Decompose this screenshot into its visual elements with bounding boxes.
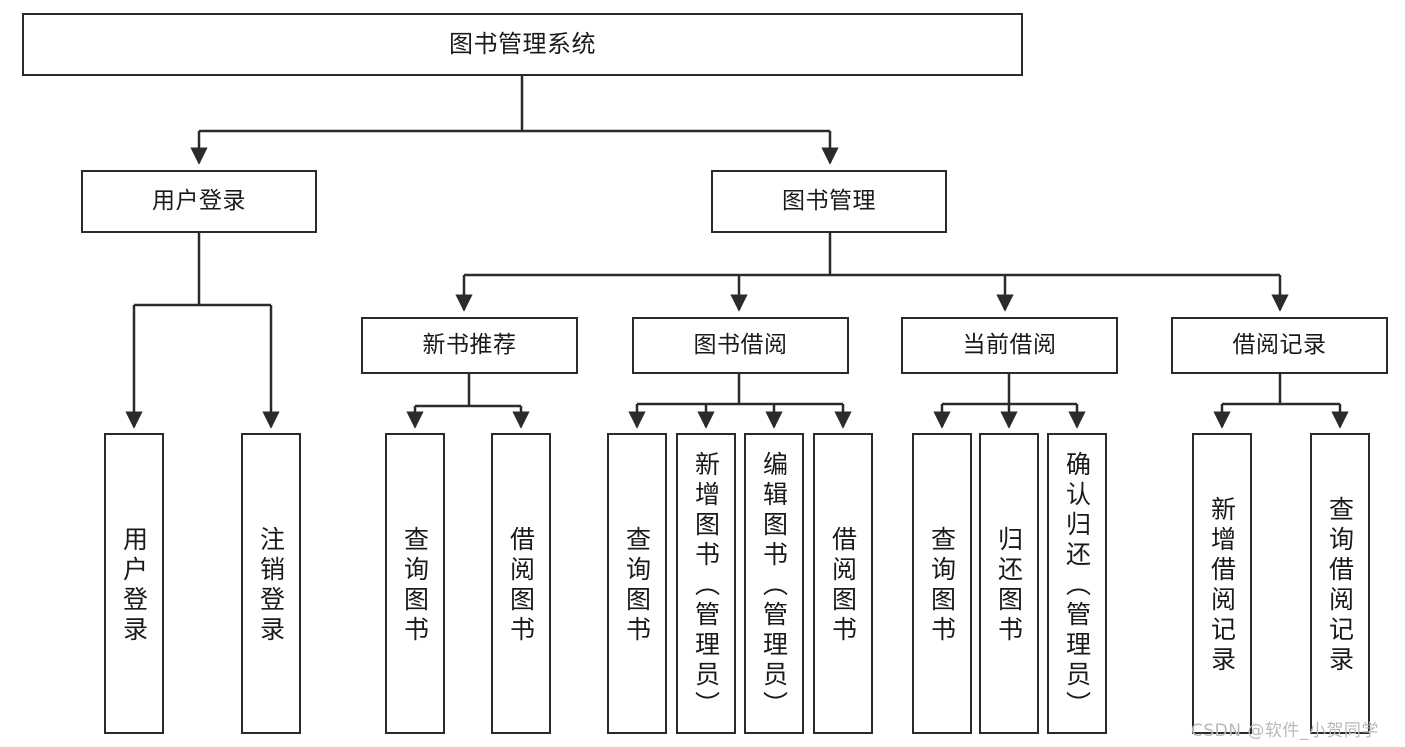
node-leaf-add-book-admin-label: 新增图书（管理员） xyxy=(691,450,721,721)
node-leaf-confirm-return-admin-label: 确认归还（管理员） xyxy=(1062,450,1092,721)
node-book-borrow[interactable]: 图书借阅 xyxy=(632,317,849,374)
node-new-book-recommend[interactable]: 新书推荐 xyxy=(361,317,578,374)
node-root-system[interactable]: 图书管理系统 xyxy=(22,13,1023,76)
node-leaf-logout[interactable]: 注销登录 xyxy=(241,433,301,734)
node-leaf-return-book-label: 归还图书 xyxy=(994,525,1024,646)
node-leaf-query-book-current[interactable]: 查询图书 xyxy=(912,433,972,734)
node-leaf-query-borrow-record[interactable]: 查询借阅记录 xyxy=(1310,433,1370,734)
node-user-login[interactable]: 用户登录 xyxy=(81,170,317,233)
node-leaf-borrow-book-recommend[interactable]: 借阅图书 xyxy=(491,433,551,734)
node-leaf-borrow-book-recommend-label: 借阅图书 xyxy=(506,525,536,646)
node-leaf-confirm-return-admin[interactable]: 确认归还（管理员） xyxy=(1047,433,1107,734)
node-book-borrow-label: 图书借阅 xyxy=(693,331,788,358)
node-leaf-query-book-current-label: 查询图书 xyxy=(927,525,957,646)
node-leaf-edit-book-admin[interactable]: 编辑图书（管理员） xyxy=(744,433,804,734)
node-leaf-logout-label: 注销登录 xyxy=(256,525,286,646)
node-leaf-user-login[interactable]: 用户登录 xyxy=(104,433,164,734)
node-leaf-query-book-recommend-label: 查询图书 xyxy=(400,525,430,646)
node-leaf-add-borrow-record[interactable]: 新增借阅记录 xyxy=(1192,433,1252,734)
node-current-borrow[interactable]: 当前借阅 xyxy=(901,317,1118,374)
node-leaf-edit-book-admin-label: 编辑图书（管理员） xyxy=(759,450,789,721)
node-user-login-label: 用户登录 xyxy=(152,187,246,214)
node-root-system-label: 图书管理系统 xyxy=(449,30,596,59)
node-borrow-record[interactable]: 借阅记录 xyxy=(1171,317,1388,374)
node-leaf-borrow-book[interactable]: 借阅图书 xyxy=(813,433,873,734)
node-leaf-add-borrow-record-label: 新增借阅记录 xyxy=(1207,495,1237,676)
node-current-borrow-label: 当前借阅 xyxy=(962,331,1057,358)
node-leaf-query-book-borrow[interactable]: 查询图书 xyxy=(607,433,667,734)
node-leaf-query-book-recommend[interactable]: 查询图书 xyxy=(385,433,445,734)
node-leaf-add-book-admin[interactable]: 新增图书（管理员） xyxy=(676,433,736,734)
node-new-book-recommend-label: 新书推荐 xyxy=(422,331,517,358)
node-borrow-record-label: 借阅记录 xyxy=(1232,331,1327,358)
node-leaf-query-borrow-record-label: 查询借阅记录 xyxy=(1325,495,1355,676)
node-leaf-user-login-label: 用户登录 xyxy=(119,525,149,646)
node-book-management[interactable]: 图书管理 xyxy=(711,170,947,233)
node-leaf-borrow-book-label: 借阅图书 xyxy=(828,525,858,646)
node-book-management-label: 图书管理 xyxy=(782,187,876,214)
node-leaf-query-book-borrow-label: 查询图书 xyxy=(622,525,652,646)
csdn-watermark: CSDN @软件_小贺同学 xyxy=(1191,721,1379,741)
node-leaf-return-book[interactable]: 归还图书 xyxy=(979,433,1039,734)
